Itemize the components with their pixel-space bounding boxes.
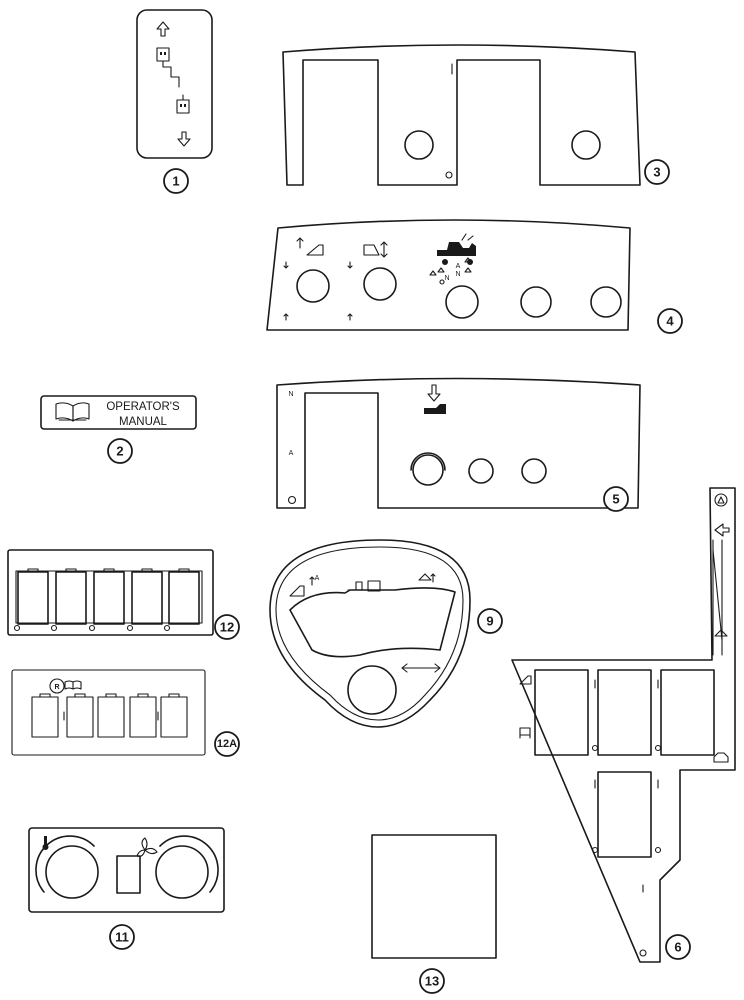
switch-cutouts <box>13 568 200 632</box>
park-brake-icon: R <box>49 678 82 694</box>
boom-down-icon <box>363 241 388 258</box>
part-3-panel <box>282 44 641 186</box>
rotary-knob <box>410 452 446 486</box>
callout-5: 5 <box>603 486 629 512</box>
shift-lever-icon <box>156 47 190 114</box>
svg-text:11: 11 <box>115 930 129 945</box>
part-13-blank-panel <box>371 834 497 959</box>
svg-text:13: 13 <box>425 974 439 989</box>
switch-cutouts-12a <box>31 693 188 738</box>
down-arrow-icon <box>177 131 191 147</box>
callout-4: 4 <box>657 308 683 334</box>
part-5-panel: N A <box>276 377 641 509</box>
loader-arm-icon <box>519 675 532 685</box>
svg-text:9: 9 <box>486 614 493 629</box>
seat-icon <box>519 727 531 739</box>
loader-machine-icon <box>437 233 476 265</box>
callout-12: 12 <box>214 614 240 640</box>
decal-line-1: OPERATOR'S <box>106 401 180 413</box>
callout-11: 11 <box>109 924 135 950</box>
part-6-side-panel <box>511 487 736 963</box>
tilt-icon <box>418 573 436 583</box>
part-12-switch-panel <box>7 549 214 636</box>
svg-text:N: N <box>444 275 449 282</box>
part-4-panel: N A N <box>266 219 631 331</box>
svg-text:3: 3 <box>653 165 660 180</box>
mode-symbols-icon: N A N <box>429 257 472 285</box>
boom-up-icon <box>296 237 324 256</box>
svg-text:2: 2 <box>116 444 123 459</box>
svg-text:N: N <box>288 391 293 398</box>
callout-6: 6 <box>665 934 691 960</box>
decal-line-2: MANUAL <box>119 416 168 428</box>
svg-text:12: 12 <box>220 620 234 635</box>
callout-1: 1 <box>163 168 189 194</box>
lower-arrow-icon <box>424 384 446 414</box>
part-2-operators-manual-decal: OPERATOR'S MANUAL <box>40 395 197 430</box>
svg-text:R: R <box>54 684 59 691</box>
callout-3: 3 <box>644 159 670 185</box>
part-9-instrument-panel: A <box>269 539 471 728</box>
callout-12a: 12A <box>214 731 240 757</box>
svg-text:A: A <box>289 450 294 457</box>
boom-position-icon: A <box>289 575 320 597</box>
svg-text:4: 4 <box>666 314 674 329</box>
svg-text:1: 1 <box>172 174 179 189</box>
callout-13: 13 <box>419 968 445 994</box>
svg-text:N: N <box>455 271 460 278</box>
callout-2: 2 <box>107 438 133 464</box>
book-icon <box>55 402 90 422</box>
callout-9: 9 <box>477 608 503 634</box>
direction-arrows-icon <box>401 663 441 673</box>
svg-text:A: A <box>456 263 461 270</box>
fan-speed-knob <box>155 835 219 899</box>
svg-text:12A: 12A <box>217 738 237 750</box>
fan-icon <box>136 837 158 857</box>
stop-icon <box>713 752 729 763</box>
up-arrow-icon <box>156 21 170 37</box>
side-panel-cutouts <box>534 669 715 893</box>
svg-text:A: A <box>315 575 320 582</box>
part-1-shift-decal <box>136 9 213 159</box>
svg-text:5: 5 <box>612 492 619 507</box>
warning-light-icon <box>714 493 728 507</box>
svg-text:6: 6 <box>674 940 681 955</box>
turn-signal-icon <box>714 523 730 537</box>
hazard-icon <box>714 629 728 637</box>
part-12a-switch-panel: R <box>11 669 206 756</box>
temperature-knob <box>35 835 99 899</box>
bucket-icons <box>347 580 381 592</box>
part-11-climate-panel <box>28 827 225 913</box>
